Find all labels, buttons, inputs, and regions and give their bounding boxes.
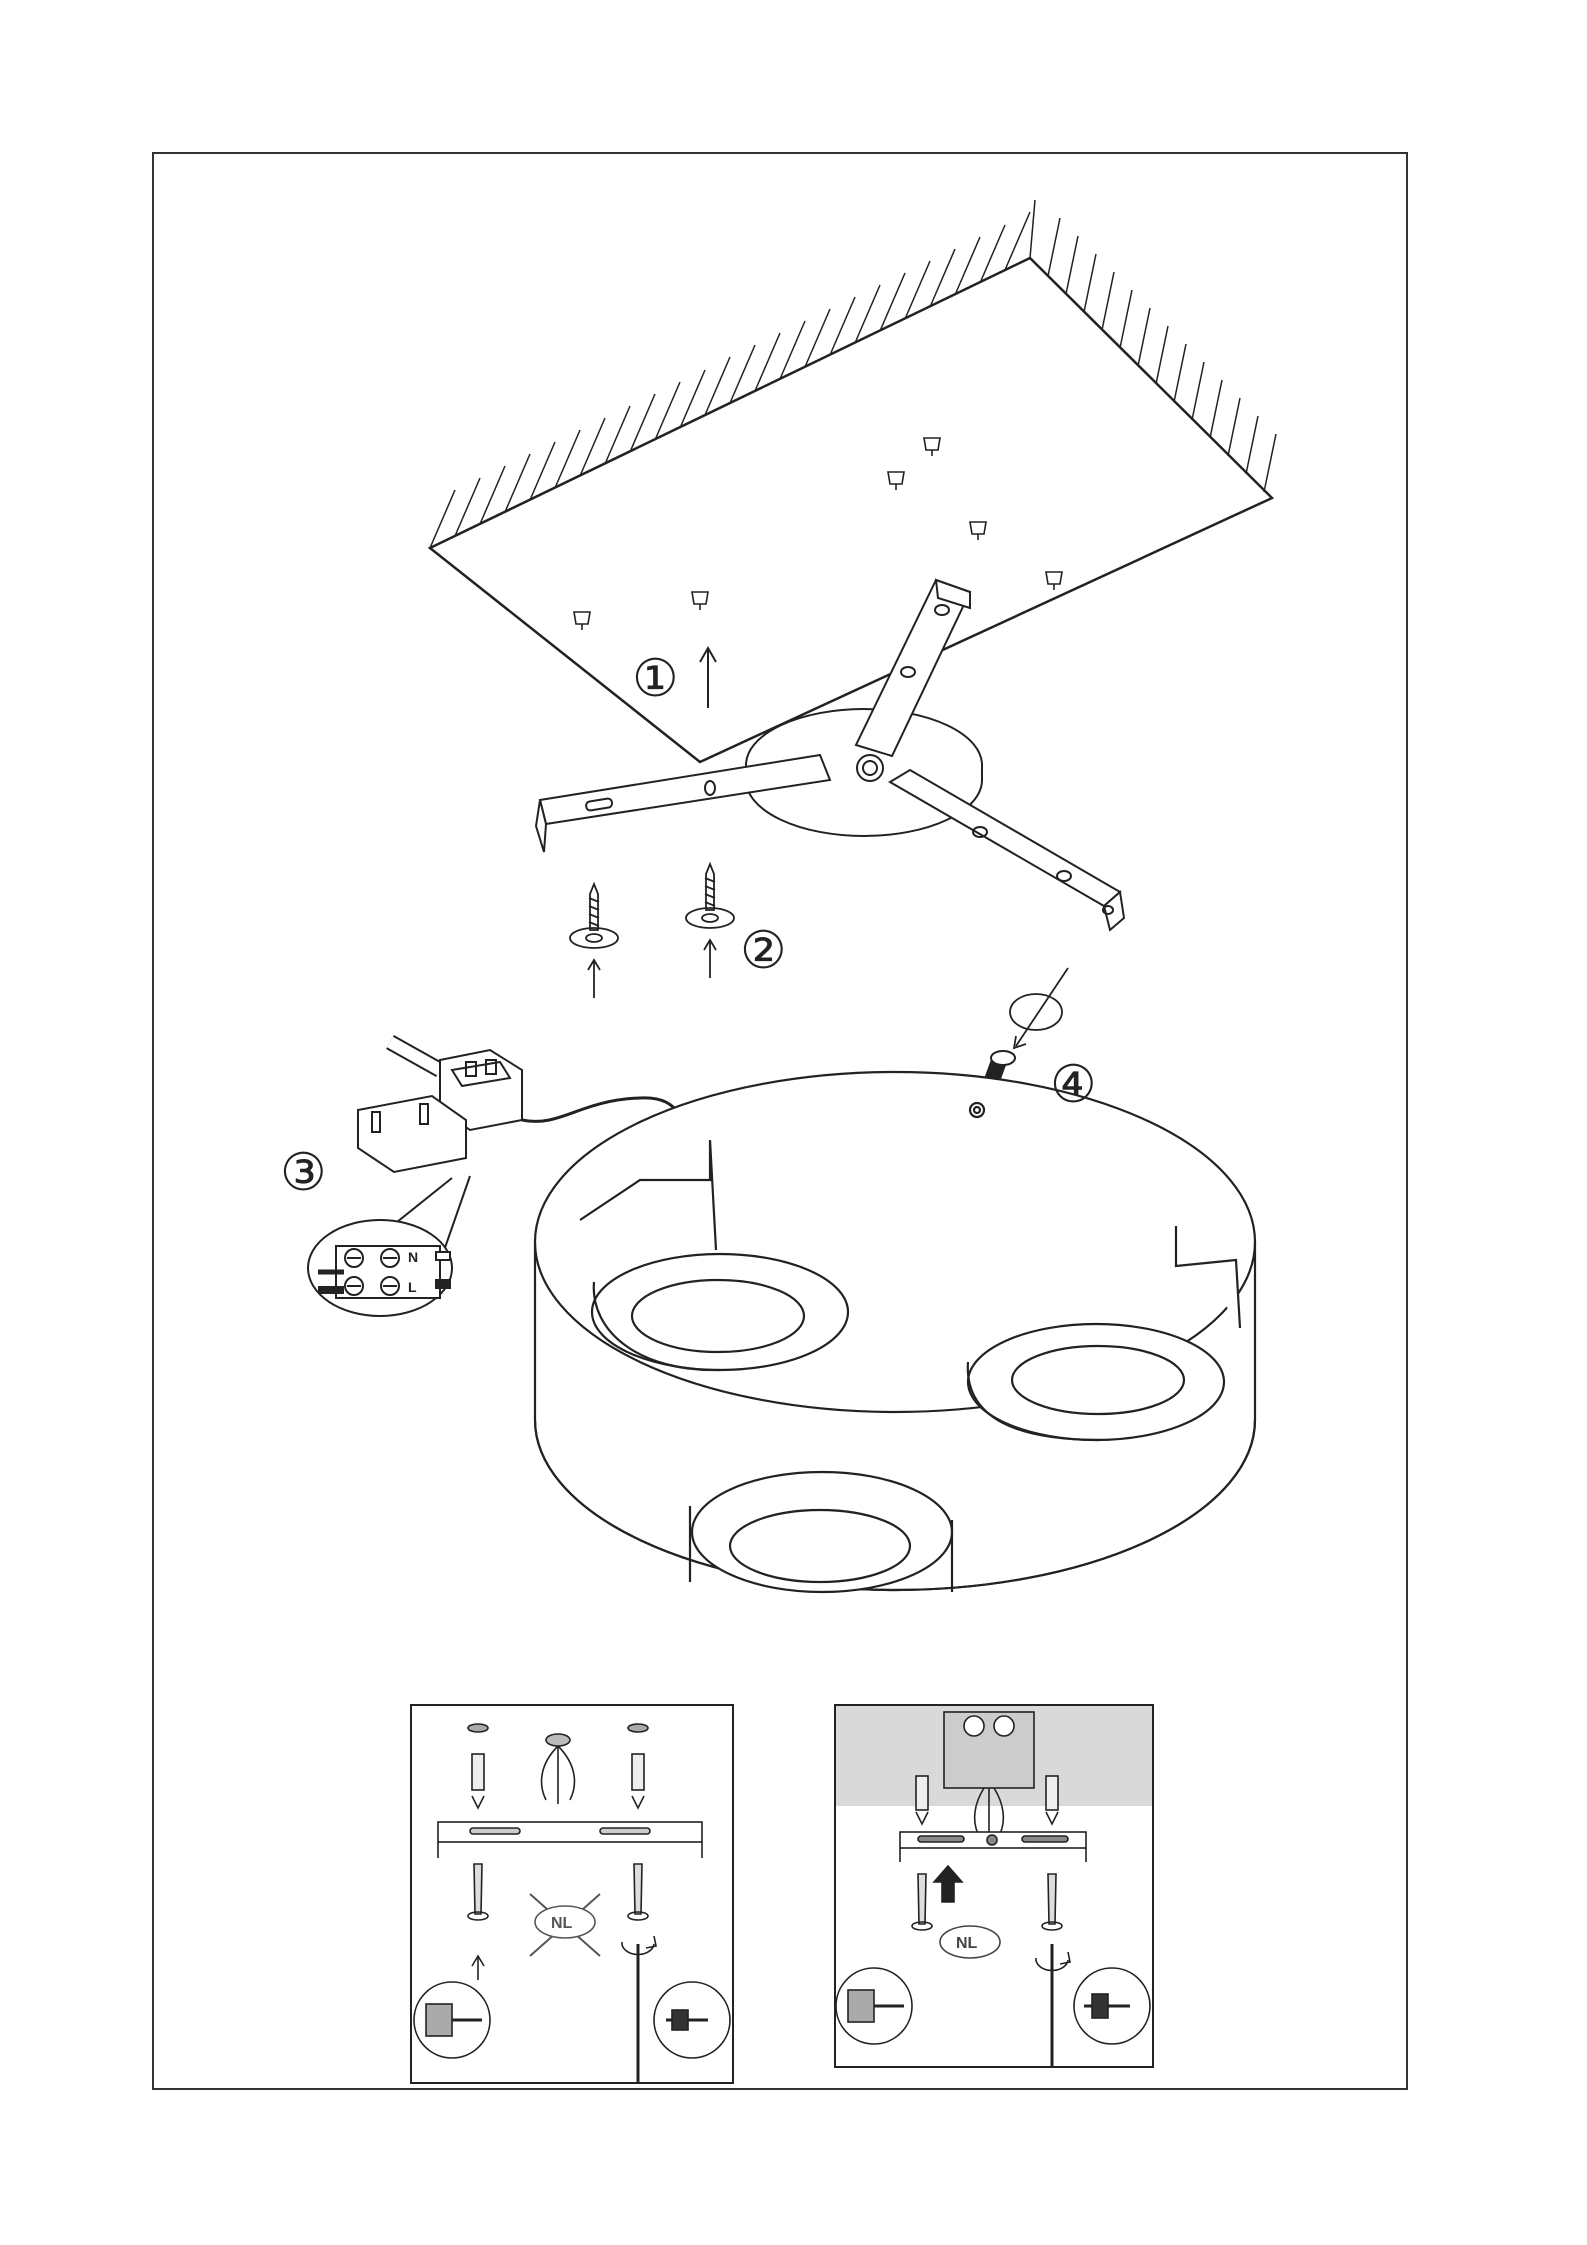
nl-badge-left: NL: [551, 1915, 573, 1932]
lamp-body-icon: [535, 1072, 1255, 1592]
ceiling-icon: [430, 200, 1276, 762]
step-1-label: ①: [632, 649, 679, 709]
right-installation-panel: NL: [834, 1704, 1154, 2068]
rotation-arrow-icon: [1010, 968, 1068, 1048]
screw-icon: [570, 864, 734, 998]
live-terminal-label: L: [408, 1279, 417, 1295]
step-2-label: ②: [740, 921, 787, 981]
left-installation-panel: NL: [410, 1704, 734, 2084]
step-3-label: ③: [280, 1143, 327, 1203]
nl-badge-right: NL: [956, 1935, 978, 1952]
step-4-label: ④: [1050, 1055, 1097, 1115]
neutral-terminal-label: N: [408, 1249, 418, 1265]
terminal-block-detail: [308, 1176, 470, 1316]
